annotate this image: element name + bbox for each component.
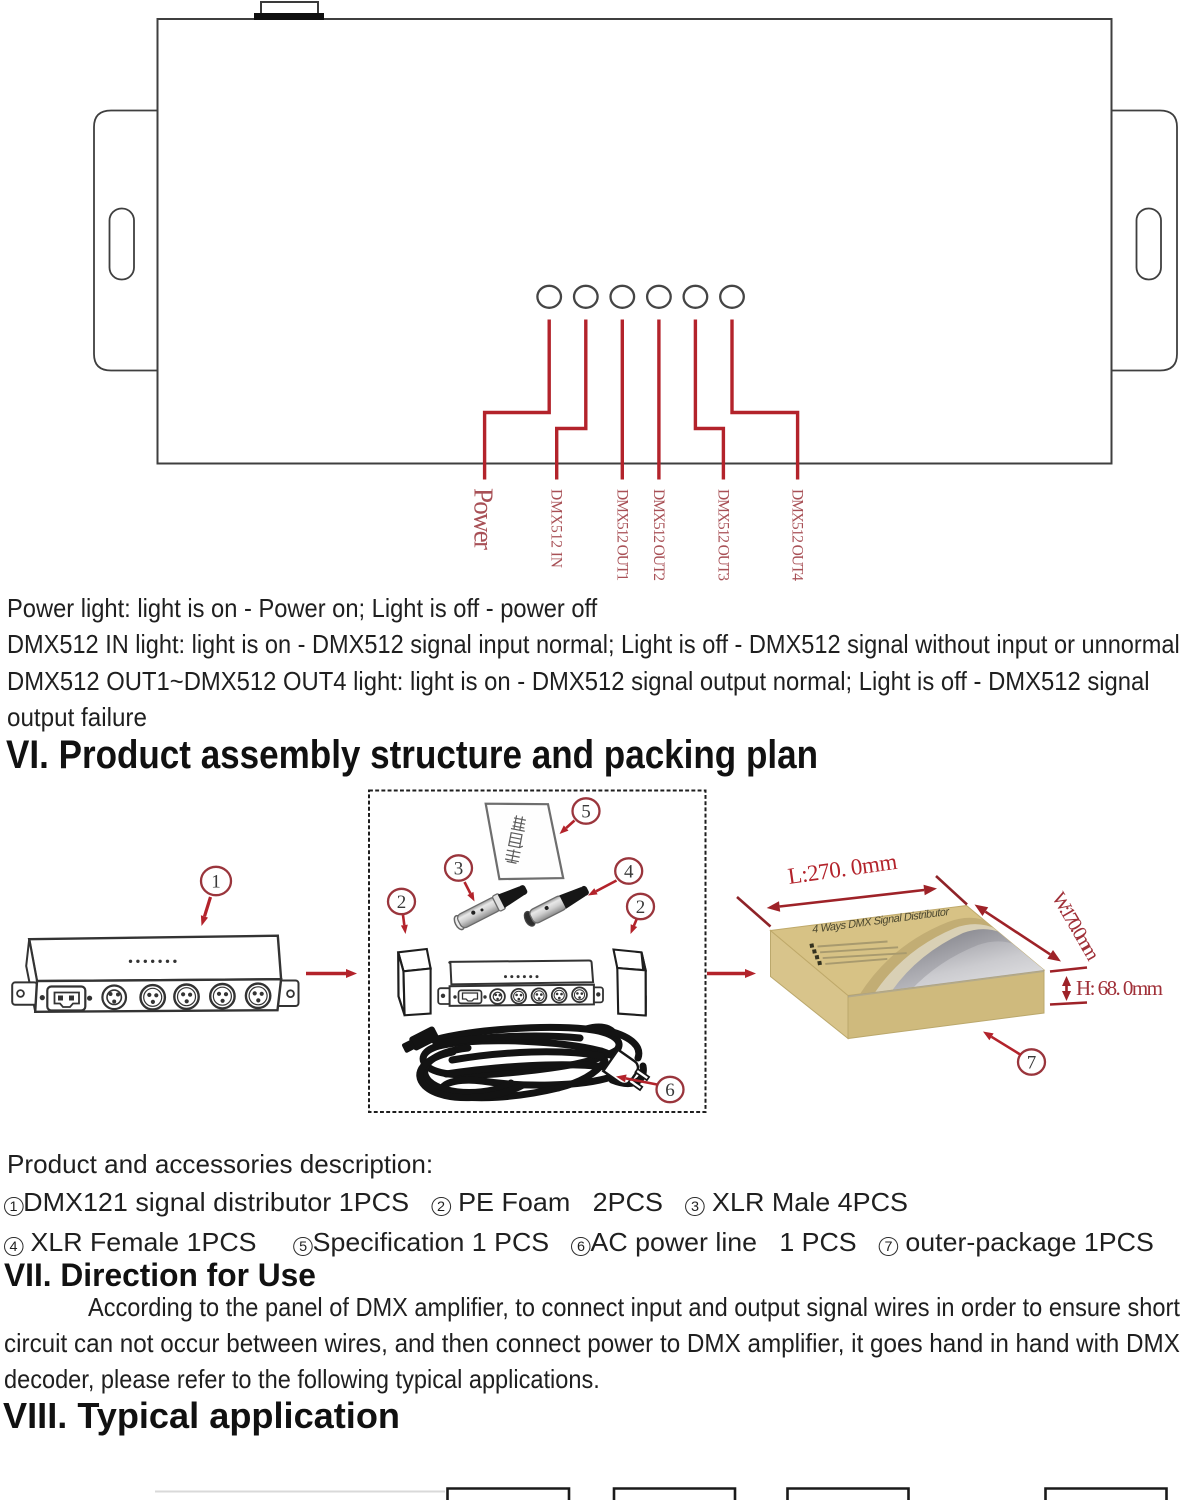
- svg-text:4: 4: [624, 862, 634, 883]
- svg-text:DMX512 OUT2: DMX512 OUT2: [650, 489, 667, 581]
- svg-text:DMX512 OUT1: DMX512 OUT1: [614, 489, 631, 581]
- svg-text:DMX512 OUT3: DMX512 OUT3: [715, 489, 732, 581]
- svg-text:L:270. 0mm: L:270. 0mm: [786, 849, 899, 889]
- svg-text:Power: Power: [469, 488, 499, 550]
- svg-text:1: 1: [211, 872, 221, 893]
- svg-text:H: 68. 0mm: H: 68. 0mm: [1076, 976, 1163, 1000]
- svg-text:6: 6: [665, 1080, 675, 1101]
- svg-text:7: 7: [1027, 1053, 1037, 1074]
- svg-text:5: 5: [581, 802, 591, 823]
- svg-text:2: 2: [397, 892, 407, 913]
- svg-text:DMX512 OUT4: DMX512 OUT4: [789, 489, 806, 581]
- svg-text:W:170. 0mm: W:170. 0mm: [1047, 889, 1104, 965]
- svg-text:DMX512 IN: DMX512 IN: [548, 489, 565, 568]
- svg-text:3: 3: [454, 859, 464, 880]
- svg-text:2: 2: [636, 897, 646, 918]
